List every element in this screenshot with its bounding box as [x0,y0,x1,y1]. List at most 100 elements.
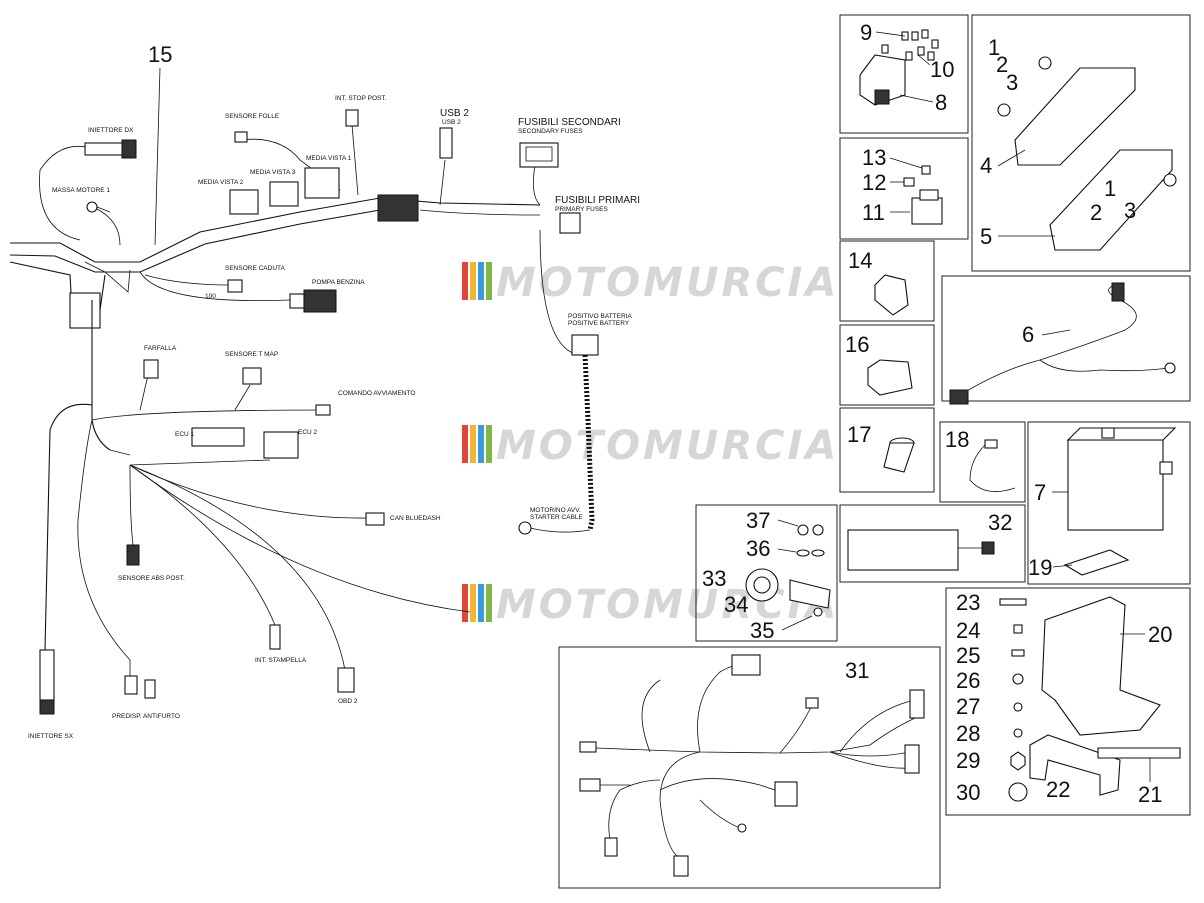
box-sub-harness: 6 [941,275,1191,405]
callout-13: 13 [862,145,886,170]
harness-labels: 15 USB 2 USB 2 FUSIBILI SECONDARI SECOND… [28,42,640,740]
callout-35: 35 [750,618,774,643]
label-view2: MEDIA VISTA 2 [198,179,244,186]
antitheft-connector [124,675,156,699]
box-fuse-set: 9 10 8 [839,14,969,134]
watermark-stripe [478,262,484,300]
watermark-stripe [486,584,492,622]
watermark-stripe [478,425,484,463]
map-sensor-connector [242,367,262,385]
label-controls: COMANDO AVVIAMENTO [338,390,415,397]
callout-18: 18 [945,427,969,452]
ecu-connectors [191,427,299,459]
callout-28: 28 [956,721,980,746]
callout-22: 22 [1046,777,1070,802]
watermark-stripe [470,262,476,300]
label-fuse-primary: FUSIBILI PRIMARI [555,195,640,206]
label-injector-dx: INIETTORE DX [88,127,134,134]
label-neutral-sensor: SENSORE FOLLE [225,113,280,120]
usb-connector [439,127,453,159]
callout-2a: 2 [996,52,1008,77]
callout-20: 20 [1148,622,1172,647]
callout-5: 5 [980,224,992,249]
callout-17: 17 [847,422,871,447]
neutral-sensor-connector [234,131,248,143]
callout-30: 30 [956,780,980,805]
watermark-stripe [478,584,484,622]
stop-switch-connector [345,109,359,127]
callout-8: 8 [935,90,947,115]
fuel-pump-connector [289,289,337,313]
label-fuse-primary-sub: PRIMARY FUSES [555,206,609,213]
callout-12: 12 [862,170,886,195]
callout-1a: 1 [988,35,1000,60]
media-view-modules [229,167,419,222]
watermark-stripe [470,425,476,463]
watermark-text: MOTOMURCIA [496,423,839,469]
label-ground: MASSA MOTORE 1 [52,187,110,194]
injector-sx-connector [39,649,55,715]
label-fuse-secondary: FUSIBILI SECONDARI [518,117,621,128]
label-fuse-secondary-sub: SECONDARY FUSES [518,128,583,135]
callout-23: 23 [956,590,980,615]
watermark: MOTOMURCIA MOTOMURCIA MOTOMURCIA [462,260,839,628]
callout-24: 24 [956,618,980,643]
callout-36: 36 [746,536,770,561]
label-fuel-pump: POMPA BENZINA [312,279,365,286]
box-socket: 37 36 33 34 35 [695,504,838,643]
callout-11: 11 [862,200,885,225]
callout-21: 21 [1138,782,1162,807]
box-bracket-hardware: 23 24 25 26 27 28 29 30 20 22 21 [945,587,1191,816]
label-injector-sx: INIETTORE SX [28,733,74,740]
callout-27: 27 [956,694,980,719]
callout-33: 33 [702,566,726,591]
watermark-stripe [486,262,492,300]
callout-37: 37 [746,508,770,533]
label-starter: MOTORINO AVV. [530,507,581,514]
callout-25: 25 [956,643,980,668]
label-tip-sensor: SENSORE CADUTA [225,265,285,272]
box-battery: 7 19 [1027,421,1191,585]
label-usb: USB 2 [440,108,469,119]
callout-6: 6 [1022,322,1034,347]
watermark-text: MOTOMURCIA [496,582,839,628]
watermark-stripe [486,425,492,463]
callout-9: 9 [860,20,872,45]
mini-fuses [881,29,939,61]
callout-31: 31 [845,658,869,683]
label-can-bluedash: CAN BLUEDASH [390,515,441,522]
callout-1b: 1 [1104,176,1116,201]
label-stop-switch: INT. STOP POST. [335,95,387,102]
tip-sensor-connector [227,279,243,293]
can-bluedash-connector [365,512,385,526]
label-view3: MEDIA VISTA 3 [250,169,296,176]
box-part-17: 17 [839,407,935,493]
callout-10: 10 [930,57,954,82]
watermark-stripe [462,425,468,463]
callout-15: 15 [148,42,172,67]
ground-terminal [86,201,111,213]
box-cable-tie: 18 [939,421,1026,503]
label-starter-sub: STARTER CABLE [530,514,584,521]
label-view1: MEDIA VISTA 1 [306,155,352,162]
label-obd: OBD 2 [338,698,358,705]
label-ecu1: ECU 1 [175,431,195,438]
label-headlamp: FARFALLA [144,345,177,352]
watermark-text: MOTOMURCIA [496,260,839,306]
label-battery-positive-sub: POSITIVE BATTERY [568,320,630,327]
secondary-fuse-block [519,142,559,168]
side-stand-connector [269,624,281,650]
box-covers: 1 2 3 4 1 2 3 5 [971,14,1191,272]
callout-7: 7 [1034,480,1046,505]
label-tag-100: 100 [205,293,216,300]
callout-3a: 3 [1006,70,1018,95]
obd-connector [337,667,355,693]
callout-32: 32 [988,510,1012,535]
watermark-stripe [462,262,468,300]
callout-29: 29 [956,748,980,773]
label-abs-sensor: SENSORE ABS POST. [118,575,185,582]
label-ecu2: ECU 2 [298,429,318,436]
primary-fuse-holder [559,212,581,234]
label-usb-sub: USB 2 [442,119,461,126]
